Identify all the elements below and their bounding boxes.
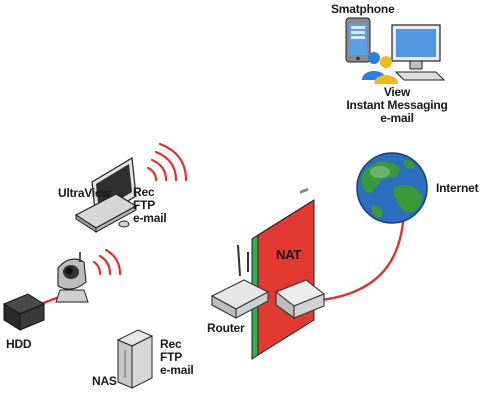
- ultraview-label: UltraView: [58, 186, 111, 200]
- internet-link-line: [320, 208, 406, 302]
- nas-service-rec: Rec: [160, 337, 182, 351]
- nas-service-ftp: FTP: [160, 350, 183, 364]
- hdd-icon: [2, 293, 46, 331]
- globe-icon: [356, 152, 428, 224]
- internet-label: Internet: [436, 181, 479, 195]
- ultraview-service-ftp: FTP: [133, 198, 156, 212]
- nat-firewall-icon: [251, 199, 315, 360]
- ultraview-service-rec: Rec: [133, 185, 155, 199]
- smartphone-label: Smatphone: [331, 2, 395, 16]
- nas-icon: [116, 329, 154, 389]
- smartphone-services-list: View Instant Messaging e-mail: [338, 86, 456, 125]
- nas-services-list: Rec FTP e-mail: [160, 337, 194, 377]
- laptop-icon: [74, 157, 138, 233]
- hdd-label: HDD: [6, 337, 32, 351]
- nat-label: NAT: [276, 247, 302, 262]
- nas-service-email: e-mail: [160, 363, 194, 377]
- wifi-signal-icon: [92, 248, 122, 276]
- smartphone-service-email: e-mail: [380, 111, 414, 125]
- router-label: Router: [207, 321, 245, 335]
- pc-monitor-icon: [391, 24, 446, 81]
- router-icon: [210, 244, 270, 319]
- user-icon: [362, 52, 398, 84]
- ultraview-service-email: e-mail: [133, 211, 167, 225]
- ultraview-services-list: Rec FTP e-mail: [133, 185, 167, 225]
- smartphone-service-view: View: [383, 85, 411, 99]
- nas-label: NAS: [92, 374, 117, 388]
- smartphone-service-im: Instant Messaging: [346, 98, 448, 112]
- wifi-signal-icon: [146, 142, 188, 182]
- modem-icon: [274, 187, 326, 320]
- ip-camera-icon: [55, 252, 89, 303]
- smartphone-icon: [345, 17, 371, 63]
